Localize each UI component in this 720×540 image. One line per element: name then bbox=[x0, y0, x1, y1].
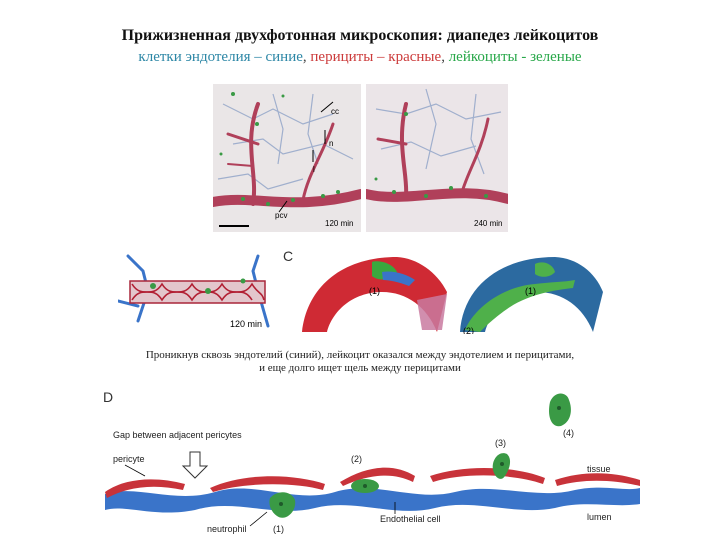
time-stamp-left: 120 min bbox=[325, 219, 353, 228]
figure-caption: Проникнув сквозь эндотелий (синий), лейк… bbox=[0, 349, 720, 375]
caption-line-2: и еще долго ищет щель между перицитами bbox=[259, 362, 461, 374]
microscopy-image-right: 240 min bbox=[366, 84, 508, 232]
subtitle-blue: клетки эндотелия – синие bbox=[138, 49, 303, 65]
caption-line-1: Проникнув сквозь эндотелий (синий), лейк… bbox=[145, 349, 575, 361]
panel-c-letter: C bbox=[283, 248, 294, 264]
step-label-3: (3) bbox=[495, 438, 506, 448]
label-l: l bbox=[313, 165, 315, 174]
cell-3d-blue: (1) (2) bbox=[455, 252, 605, 334]
step-label-c1: (1) bbox=[369, 286, 380, 296]
label-cc: cc bbox=[331, 107, 339, 116]
label-pcv: pcv bbox=[275, 211, 287, 220]
vessel-3d-image: 120 min bbox=[118, 251, 275, 331]
step-label-c3: (2) bbox=[463, 326, 474, 334]
microscopy-image-left: cc n l pcv 120 min bbox=[213, 84, 361, 232]
step-label-c2: (1) bbox=[525, 286, 536, 296]
neutrophil-label: neutrophil bbox=[207, 524, 247, 534]
diapedesis-diagram: D Gap between adjacent pericytes pericyt… bbox=[95, 380, 655, 540]
subtitle-separator: , bbox=[441, 49, 449, 65]
step-label-1: (1) bbox=[273, 524, 284, 534]
pericyte-label: pericyte bbox=[113, 454, 145, 464]
time-stamp-vessel: 120 min bbox=[230, 319, 262, 329]
slide-subtitle: клетки эндотелия – синие, перициты – кра… bbox=[0, 49, 720, 66]
gap-arrow-icon bbox=[181, 451, 209, 479]
subtitle-green: лейкоциты - зеленые bbox=[448, 49, 582, 65]
endothelial-label: Endothelial cell bbox=[380, 514, 441, 524]
label-n: n bbox=[329, 139, 333, 148]
subtitle-separator: , bbox=[302, 49, 311, 65]
gap-label: Gap between adjacent pericytes bbox=[113, 430, 242, 440]
cell-3d-red: (1) bbox=[297, 252, 449, 334]
tissue-label: tissue bbox=[587, 464, 611, 474]
lumen-label: lumen bbox=[587, 512, 612, 522]
step-label-2: (2) bbox=[351, 454, 362, 464]
panel-d-letter: D bbox=[103, 389, 113, 405]
step-label-4: (4) bbox=[563, 428, 574, 438]
time-stamp-right: 240 min bbox=[474, 219, 502, 228]
slide-title: Прижизненная двухфотонная микроскопия: д… bbox=[121, 27, 599, 44]
subtitle-red: перициты – красные bbox=[310, 49, 442, 65]
